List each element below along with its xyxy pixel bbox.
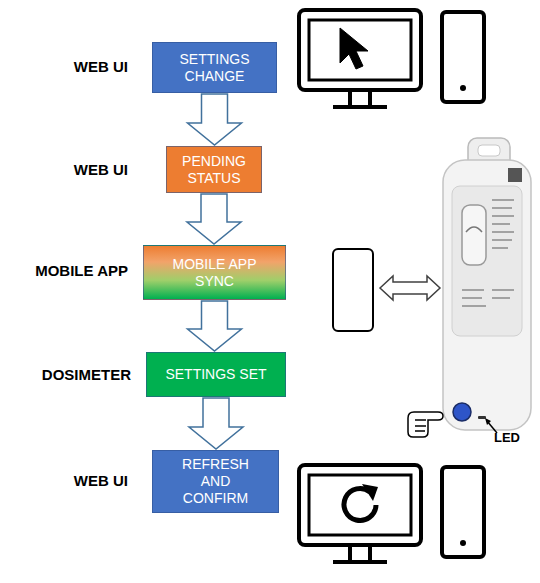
box-label: REFRESH AND CONFIRM xyxy=(180,456,252,507)
process-box: REFRESH AND CONFIRM xyxy=(152,450,279,513)
process-box: SETTINGS SET xyxy=(146,352,286,397)
process-box: MOBILE APP SYNC xyxy=(143,245,286,300)
layer-label: WEB UI xyxy=(10,58,128,75)
part-label: LED xyxy=(494,430,534,445)
computer-tower xyxy=(442,467,484,557)
box-label: SETTINGS SET xyxy=(165,366,266,383)
process-box: SETTINGS CHANGE xyxy=(152,42,277,93)
block-arrow xyxy=(188,94,242,145)
leader-arrowhead xyxy=(485,418,491,425)
layer-label: WEB UI xyxy=(10,472,128,489)
layer-label: DOSIMETER xyxy=(6,366,131,383)
box-label: MOBILE APP SYNC xyxy=(165,256,265,290)
process-box: PENDING STATUS xyxy=(166,146,262,193)
dosimeter-device xyxy=(443,138,531,430)
layer-label: WEB UI xyxy=(10,161,128,178)
box-label: PENDING STATUS xyxy=(177,153,252,187)
double-arrow xyxy=(380,276,440,300)
block-arrow xyxy=(187,194,241,244)
layer-label: MOBILE APP xyxy=(6,262,128,279)
computer-monitor xyxy=(299,10,421,107)
computer-tower xyxy=(442,12,484,102)
phone-icon xyxy=(333,249,373,331)
box-label: SETTINGS CHANGE xyxy=(167,51,262,85)
computer-monitor xyxy=(299,465,421,562)
block-arrow xyxy=(189,398,243,449)
block-arrow xyxy=(188,301,242,351)
pointing-hand xyxy=(408,412,443,437)
